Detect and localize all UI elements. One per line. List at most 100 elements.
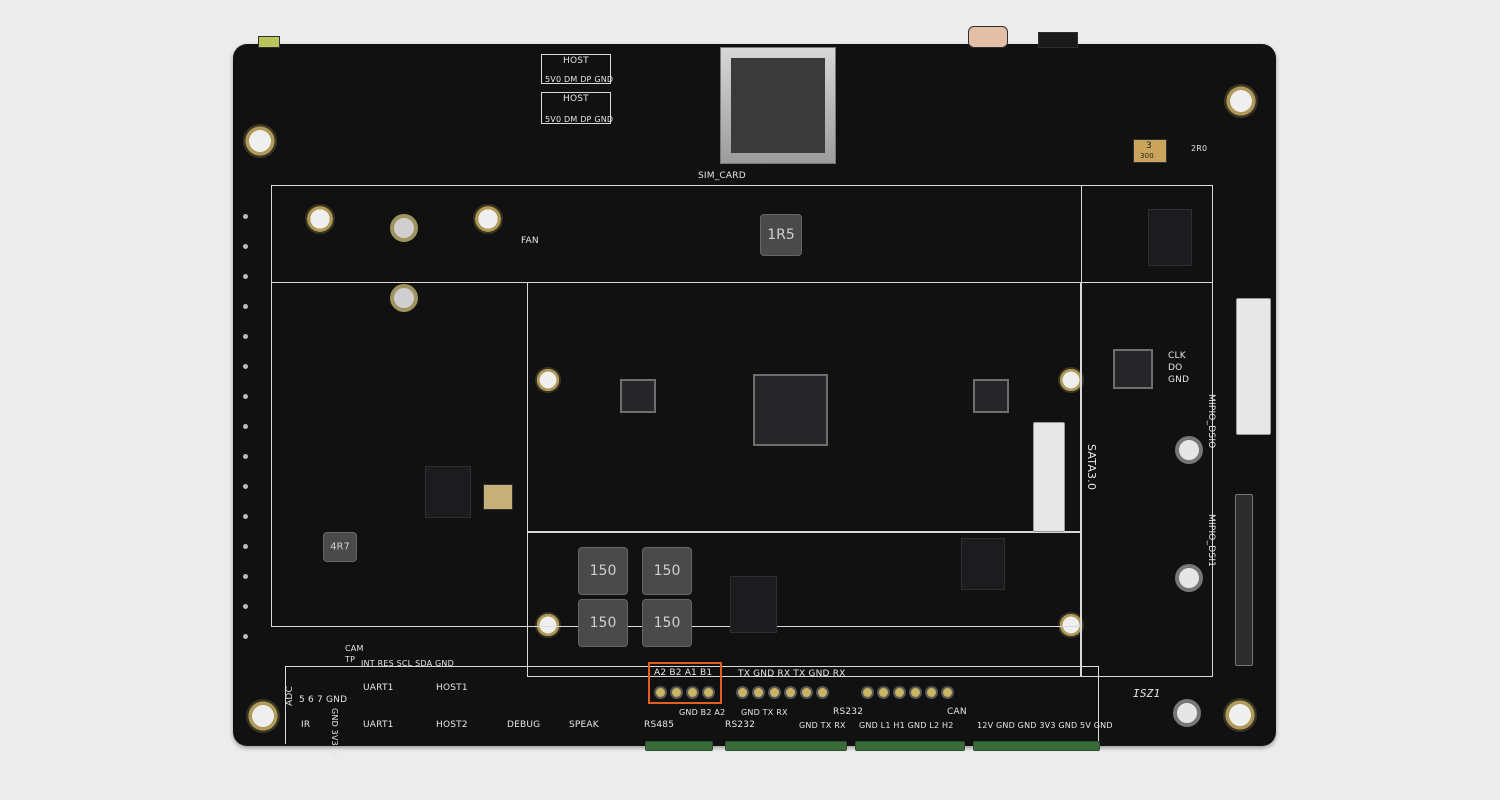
- via: [243, 244, 248, 249]
- mount-hole-bottom-left: [246, 699, 280, 733]
- mipi-dsi1-connector[interactable]: [1235, 494, 1253, 666]
- hole-plain-3: [1175, 436, 1203, 464]
- highlight-header-label: A2 B2 A1 B1: [654, 668, 713, 678]
- hole-plain-5: [1173, 699, 1201, 727]
- inductor-150-4: 150: [642, 599, 692, 647]
- uart1-bottom-label: UART1: [363, 720, 394, 730]
- rs485-header-highlight: [648, 662, 722, 704]
- mipi-dsi0-connector[interactable]: [1236, 298, 1271, 435]
- sim-card-slot[interactable]: [720, 47, 836, 164]
- host-box-top: [541, 54, 611, 84]
- ic-right-top: [1148, 209, 1192, 266]
- inductor-4r7: 4R7: [323, 532, 357, 562]
- via: [243, 334, 248, 339]
- marker-300-label: 300: [1140, 152, 1154, 160]
- rs232-right-label: RS232: [833, 707, 864, 717]
- terminal-block-rs485[interactable]: [645, 741, 713, 751]
- via: [243, 274, 248, 279]
- host-top-pins: 5V0 DM DP GND: [545, 75, 614, 84]
- via: [243, 544, 248, 549]
- clk-label: CLK: [1168, 351, 1186, 361]
- standoff-3: [535, 367, 561, 393]
- terminal-block-power[interactable]: [973, 741, 1100, 751]
- module-outline-center: [527, 282, 1081, 532]
- bottom-connector-strip: [285, 666, 1099, 744]
- via: [243, 604, 248, 609]
- pcb-board: SIM_CARD HOST 5V0 DM DP GND HOST 5V0 DM …: [233, 26, 1276, 757]
- rs232-top-pins[interactable]: [736, 684, 832, 703]
- inductor-150-2: 150: [642, 547, 692, 595]
- mipi-dsi0-label: MIPIO_DSIO: [1206, 394, 1216, 449]
- mount-hole-top-right: [1224, 84, 1258, 118]
- rs485-label: RS485: [644, 720, 675, 730]
- hole-plain-2: [390, 284, 418, 312]
- module-outline-bottom-center: [527, 532, 1081, 677]
- host-bottom-label: HOST: [563, 94, 589, 104]
- marker-3-label: 3: [1146, 141, 1152, 151]
- via: [243, 454, 248, 459]
- qfn-chip-left: [620, 379, 656, 413]
- via: [243, 484, 248, 489]
- inductor-4r7-label: 4R7: [330, 541, 350, 553]
- ic-sop-right: [961, 538, 1005, 590]
- rs485-pins-label: GND B2 A2: [679, 708, 726, 717]
- marker-2r0-label: 2R0: [1191, 144, 1208, 153]
- hole-plain-1: [390, 214, 418, 242]
- standoff-1: [305, 204, 335, 234]
- inductor-1r5: 1R5: [760, 214, 802, 256]
- hole-plain-4: [1175, 564, 1203, 592]
- host-top-label: HOST: [563, 56, 589, 66]
- top-connector-right: [968, 26, 1008, 48]
- tp-label: TP: [345, 655, 356, 664]
- terminal-block-rs232[interactable]: [725, 741, 847, 751]
- rs232-top-label: TX GND RX TX GND RX: [738, 669, 846, 679]
- standoff-6: [1058, 612, 1084, 638]
- sata-connector[interactable]: [1033, 422, 1065, 532]
- ic-code-label: ISZ1: [1133, 687, 1161, 700]
- rs485-header-pins[interactable]: [654, 684, 718, 703]
- inductor-150-3-label: 150: [589, 615, 617, 631]
- mount-hole-top-left: [243, 124, 277, 158]
- sim-card-label: SIM_CARD: [698, 171, 746, 181]
- do-label: DO: [1168, 363, 1183, 373]
- rs232-right-pins: GND TX RX: [799, 721, 846, 730]
- top-connector-left: [258, 36, 280, 48]
- module-outline-right: [1081, 185, 1213, 677]
- via: [243, 214, 248, 219]
- i2c-pins-label: INT RES SCL SDA GND: [361, 659, 454, 668]
- terminal-block-can[interactable]: [855, 741, 965, 751]
- adc-label: ADC: [285, 686, 295, 706]
- via: [243, 364, 248, 369]
- via: [243, 574, 248, 579]
- host-bottom-pins: 5V0 DM DP GND: [545, 115, 614, 124]
- can-top-pins[interactable]: [861, 684, 957, 703]
- module-outline-top: [271, 185, 1213, 283]
- host1-label: HOST1: [436, 683, 468, 693]
- uart1-top-label: UART1: [363, 683, 394, 693]
- can-label: CAN: [947, 707, 967, 717]
- main-soc-chip: [753, 374, 828, 446]
- inductor-150-3: 150: [578, 599, 628, 647]
- inductor-1r5-label: 1R5: [767, 227, 795, 243]
- host-box-bottom: [541, 92, 611, 124]
- gnd-side-label: GND: [1168, 375, 1190, 385]
- standoff-2: [473, 204, 503, 234]
- ir-pins-label: GND 3V3 IR: [330, 708, 339, 757]
- ic-sop-left: [425, 466, 471, 518]
- speak-label: SPEAK: [569, 720, 599, 730]
- sata-label: SATA3.0: [1085, 444, 1098, 491]
- qfn-chip-side: [1113, 349, 1153, 389]
- inductor-150-4-label: 150: [653, 615, 681, 631]
- mount-hole-bottom-right: [1223, 698, 1257, 732]
- host2-label: HOST2: [436, 720, 468, 730]
- ic-sop-bottom: [730, 576, 777, 633]
- fan-label: FAN: [521, 236, 539, 246]
- mipi-dsi1-label: MIPIO_DSI1: [1206, 514, 1216, 568]
- via: [243, 514, 248, 519]
- power-pins-label: 12V GND GND 3V3 GND 5V GND: [977, 721, 1113, 730]
- via: [243, 424, 248, 429]
- ir-label: IR: [301, 720, 311, 730]
- standoff-5: [535, 612, 561, 638]
- debug-label: DEBUG: [507, 720, 541, 730]
